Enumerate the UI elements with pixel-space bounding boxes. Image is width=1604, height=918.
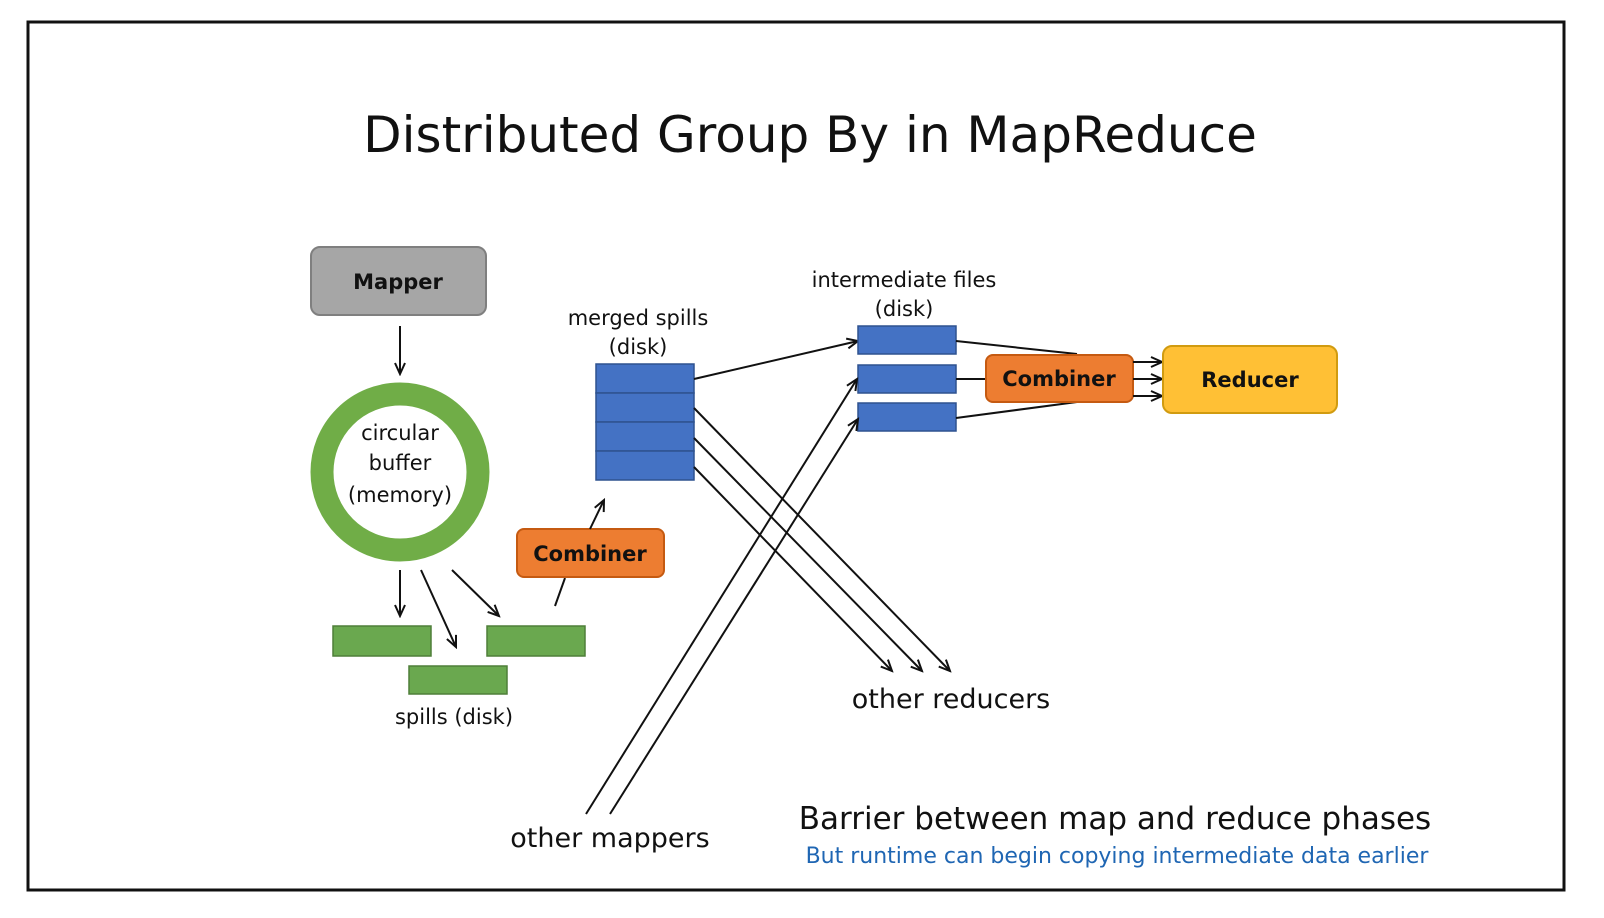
arrow-merged-to-intermediate <box>693 341 858 380</box>
arrow-spills-to-combiner <box>554 577 566 607</box>
intermediate-files-label-line1: intermediate files <box>812 268 997 292</box>
intermediate-file-block <box>857 325 957 355</box>
merged-spills-group: merged spills (disk) <box>568 306 709 481</box>
mapper-node: Mapper <box>310 246 487 316</box>
arrow-buffer-to-spill-2 <box>420 569 456 647</box>
line-intermediate-to-reducer-3 <box>955 401 1078 419</box>
arrow-merged-to-other-reducer-3 <box>693 466 892 671</box>
intermediate-file-block <box>857 364 957 394</box>
buffer-label-line3: (memory) <box>348 483 452 507</box>
reduce-combiner-label: Combiner <box>1002 367 1116 391</box>
arrow-merged-to-other-reducer-1 <box>693 407 950 671</box>
arrow-buffer-to-spill-3 <box>451 569 499 616</box>
runtime-note: But runtime can begin copying intermedia… <box>806 844 1430 869</box>
mapper-label: Mapper <box>353 270 443 294</box>
map-combiner-label: Combiner <box>533 542 647 566</box>
spills-group: spills (disk) <box>332 625 586 729</box>
arrow-merged-to-other-reducer-2 <box>693 437 922 671</box>
merged-spill-block <box>595 392 695 423</box>
arrow-combiner-to-merged <box>589 500 604 530</box>
merged-spill-block <box>595 363 695 394</box>
diagram-title: Distributed Group By in MapReduce <box>363 106 1257 164</box>
spill-block <box>486 625 586 657</box>
other-mappers-label: other mappers <box>510 823 709 854</box>
reducer-node: Reducer <box>1162 345 1338 414</box>
buffer-ring <box>310 382 490 562</box>
buffer-label-line1: circular <box>361 421 439 445</box>
merged-spills-label-line1: merged spills <box>568 306 709 330</box>
other-reducers-label: other reducers <box>852 684 1051 715</box>
buffer-label-line2: buffer <box>369 451 432 475</box>
reducer-label: Reducer <box>1201 368 1299 392</box>
arrow-other-mapper-1 <box>585 379 857 815</box>
merged-spill-block <box>595 450 695 481</box>
spill-block <box>332 625 432 657</box>
spills-label: spills (disk) <box>395 705 513 729</box>
spill-block <box>408 665 508 695</box>
circular-buffer-node: circular buffer (memory) <box>310 382 490 562</box>
merged-spill-block <box>595 421 695 452</box>
map-combiner-node: Combiner <box>516 528 665 578</box>
slide-border <box>26 20 1566 892</box>
intermediate-file-block <box>857 402 957 432</box>
arrow-other-mapper-2 <box>609 419 858 815</box>
barrier-note: Barrier between map and reduce phases <box>799 801 1431 837</box>
intermediate-files-label-line2: (disk) <box>875 297 934 321</box>
reducer-box <box>1162 345 1338 414</box>
merged-spills-label-line2: (disk) <box>609 335 668 359</box>
mapper-box <box>310 246 487 316</box>
line-intermediate-to-reducer-1 <box>955 340 1078 355</box>
reduce-combiner-node: Combiner <box>985 354 1134 403</box>
